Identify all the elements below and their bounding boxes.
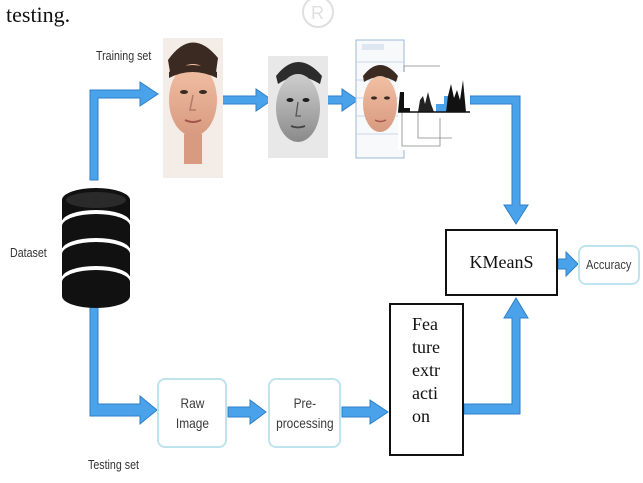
testing-set-label: Testing set xyxy=(88,457,139,472)
raw-image-box: Raw Image xyxy=(157,378,227,448)
feature-extraction-box: Fea ture extr acti on xyxy=(389,303,464,456)
flow-arrows xyxy=(89,81,579,426)
pre-processing-line-1: Pre- xyxy=(293,395,316,411)
arrow-kmeans-to-accuracy xyxy=(557,250,579,278)
pre-processing-box: Pre- processing xyxy=(268,378,341,448)
face-photo-icon xyxy=(163,38,223,178)
raw-image-line-1: Raw xyxy=(180,395,204,411)
accuracy-box: Accuracy xyxy=(578,245,640,285)
watermark-logo: R xyxy=(302,0,334,28)
arrow-raw-to-pre xyxy=(227,399,267,425)
feature-extraction-line-4: acti xyxy=(412,383,438,403)
kmeans-box: KMeanS xyxy=(445,229,558,296)
feature-extraction-line-2: ture xyxy=(412,337,440,357)
arrow-feature-to-kmeans xyxy=(463,297,529,415)
grayscale-face-icon xyxy=(268,56,328,158)
arrow-dataset-to-training xyxy=(89,81,159,181)
dataset-label: Dataset xyxy=(10,245,47,260)
histogram-icon xyxy=(398,65,470,150)
arrow-gray-to-landmarks xyxy=(326,88,359,112)
arrow-features-to-kmeans xyxy=(469,95,529,225)
pre-processing-line-2: processing xyxy=(275,415,334,431)
training-set-label: Training set xyxy=(96,48,152,63)
kmeans-label: KMeanS xyxy=(469,252,534,272)
svg-text:R: R xyxy=(311,3,324,23)
feature-extraction-line-1: Fea xyxy=(412,314,438,334)
arrow-pre-to-feature xyxy=(341,399,389,425)
feature-extraction-line-5: on xyxy=(412,406,430,426)
feature-extraction-line-3: extr xyxy=(412,360,440,380)
database-icon xyxy=(62,188,130,308)
accuracy-label: Accuracy xyxy=(586,257,632,272)
arrow-face-to-gray xyxy=(221,88,273,112)
face-landmarks-icon xyxy=(355,39,405,159)
page-heading: testing. xyxy=(6,2,71,27)
raw-image-line-2: Image xyxy=(175,415,209,431)
arrow-dataset-to-testing xyxy=(89,304,158,426)
